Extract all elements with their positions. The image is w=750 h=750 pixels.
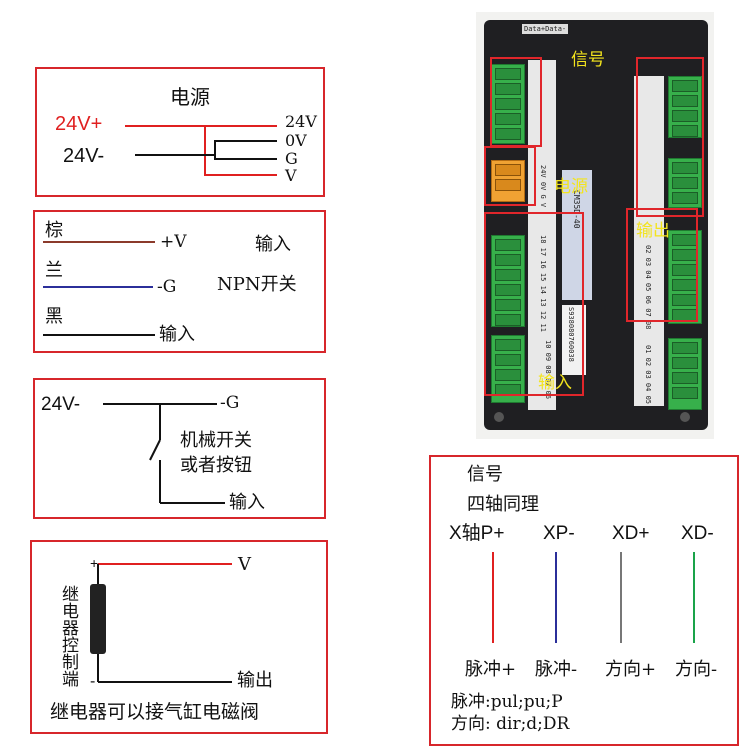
npn-wiring xyxy=(43,241,155,336)
relay-output-label: 输出 xyxy=(237,670,273,691)
signal-panel: 信号 四轴同理 X轴P+ XP- XD+ XD- 脉冲+ 脉冲- 方向+ 方向-… xyxy=(429,455,739,746)
right-top-highlight-box xyxy=(636,57,704,217)
signal-highlight-box xyxy=(490,57,542,147)
relay-minus-sign: - xyxy=(90,673,96,690)
power-24v-minus-label: 24V- xyxy=(63,145,105,167)
power-24v-plus-label: 24V+ xyxy=(55,113,103,135)
mech-input-label: 输入 xyxy=(229,492,265,513)
power-terminal-block xyxy=(491,160,525,202)
model-sticker xyxy=(562,170,592,300)
serial-number: S938080760038 xyxy=(567,307,575,362)
relay-panel: + - V 输出 继电器可以接气缸电磁阀 继电器控制端 xyxy=(30,540,328,734)
output-highlight-box xyxy=(626,208,698,322)
signal-terminal-block xyxy=(491,64,525,144)
npn-panel: 棕 +V 输入 兰 -G NPN开关 黑 输入 xyxy=(33,210,326,353)
screw-hole xyxy=(680,412,690,422)
mech-g-terminal: -G xyxy=(220,393,240,413)
power-title: 电源 xyxy=(170,85,210,109)
input-pin-labels: 18 17 16 15 14 13 12 11 xyxy=(539,235,547,332)
input-terminal-block-1 xyxy=(491,235,525,327)
mech-switch-label-1: 机械开关 xyxy=(180,430,252,451)
controller-photo: Data+Data- CM35D-40 S938080760038 24V 0V… xyxy=(476,12,714,439)
power-terminal-g: G xyxy=(285,149,298,168)
signal-meaning-pulse-plus: 脉冲+ xyxy=(465,659,517,680)
power-pin-labels: 24V 0V G V xyxy=(539,165,547,208)
input-pin-labels-2: 10 09 08 07 06 xyxy=(544,340,552,400)
signal-legend-pulse: 脉冲:pul;pu;P xyxy=(451,692,563,712)
power-highlight-box xyxy=(484,146,536,206)
relay-wiring xyxy=(90,563,232,683)
power-terminal-24v: 24V xyxy=(285,112,317,131)
photo-label-signal: 信号 xyxy=(571,50,605,70)
relay-note: 继电器可以接气缸电磁阀 xyxy=(50,701,260,723)
output-pin-labels: 02 03 04 05 06 07 08 xyxy=(644,245,652,330)
mechanical-switch-panel: 24V- -G 机械开关 或者按钮 输入 xyxy=(33,378,326,519)
photo-label-output: 输出 xyxy=(636,221,670,241)
mech-switch-label-2: 或者按钮 xyxy=(180,455,252,476)
npn-note-switch: NPN开关 xyxy=(217,274,297,295)
signal-title: 信号 xyxy=(467,464,503,485)
left-label-strip xyxy=(528,60,556,410)
right-terminal-block-mid xyxy=(668,158,702,208)
npn-note-input: 输入 xyxy=(255,234,291,255)
input-terminal-block-2 xyxy=(491,335,525,403)
relay-plus-sign: + xyxy=(90,555,99,571)
mech-24v-minus-label: 24V- xyxy=(41,394,81,415)
signal-pin-xd-minus: XD- xyxy=(681,523,714,544)
npn-brown-label: 棕 xyxy=(45,220,63,241)
signal-pin-xd-plus: XD+ xyxy=(612,523,650,544)
output-pin-labels-2: 01 02 03 04 05 xyxy=(644,345,652,405)
signal-meaning-dir-plus: 方向+ xyxy=(605,659,657,680)
signal-legend-direction: 方向: dir;d;DR xyxy=(451,714,570,734)
controller-board: Data+Data- CM35D-40 S938080760038 24V 0V… xyxy=(484,20,708,430)
relay-side-label: 继电器控制端 xyxy=(58,585,78,687)
power-terminal-v: V xyxy=(285,166,297,185)
mech-wiring xyxy=(103,403,225,504)
npn-black-terminal: 输入 xyxy=(159,324,195,345)
npn-brown-terminal: +V xyxy=(160,232,187,252)
model-number: CM35D-40 xyxy=(572,190,581,229)
signal-meaning-pulse-minus: 脉冲- xyxy=(535,659,578,680)
signal-meaning-dir-minus: 方向- xyxy=(675,659,718,680)
npn-black-label: 黑 xyxy=(45,306,63,327)
right-terminal-block-top xyxy=(668,76,702,138)
signal-subtitle: 四轴同理 xyxy=(467,494,539,515)
screw-hole xyxy=(494,412,504,422)
signal-wiring xyxy=(492,552,695,643)
right-label-strip xyxy=(634,76,664,406)
npn-blue-terminal: -G xyxy=(157,277,177,297)
power-terminal-0v: 0V xyxy=(285,131,307,150)
power-wiring xyxy=(125,125,277,176)
input-highlight-box xyxy=(484,212,584,396)
board-tag: Data+Data- xyxy=(522,24,569,34)
signal-pin-xp-plus: X轴P+ xyxy=(449,523,505,544)
relay-v-terminal: V xyxy=(238,554,251,575)
npn-blue-label: 兰 xyxy=(45,260,63,281)
signal-pin-xp-minus: XP- xyxy=(543,523,575,544)
photo-label-input: 输入 xyxy=(538,373,572,393)
power-panel: 电源 24V+ 24V- 24V 0V G V xyxy=(35,67,325,197)
right-terminal-block-bottom xyxy=(668,338,702,410)
photo-label-power: 电源 xyxy=(554,177,588,197)
